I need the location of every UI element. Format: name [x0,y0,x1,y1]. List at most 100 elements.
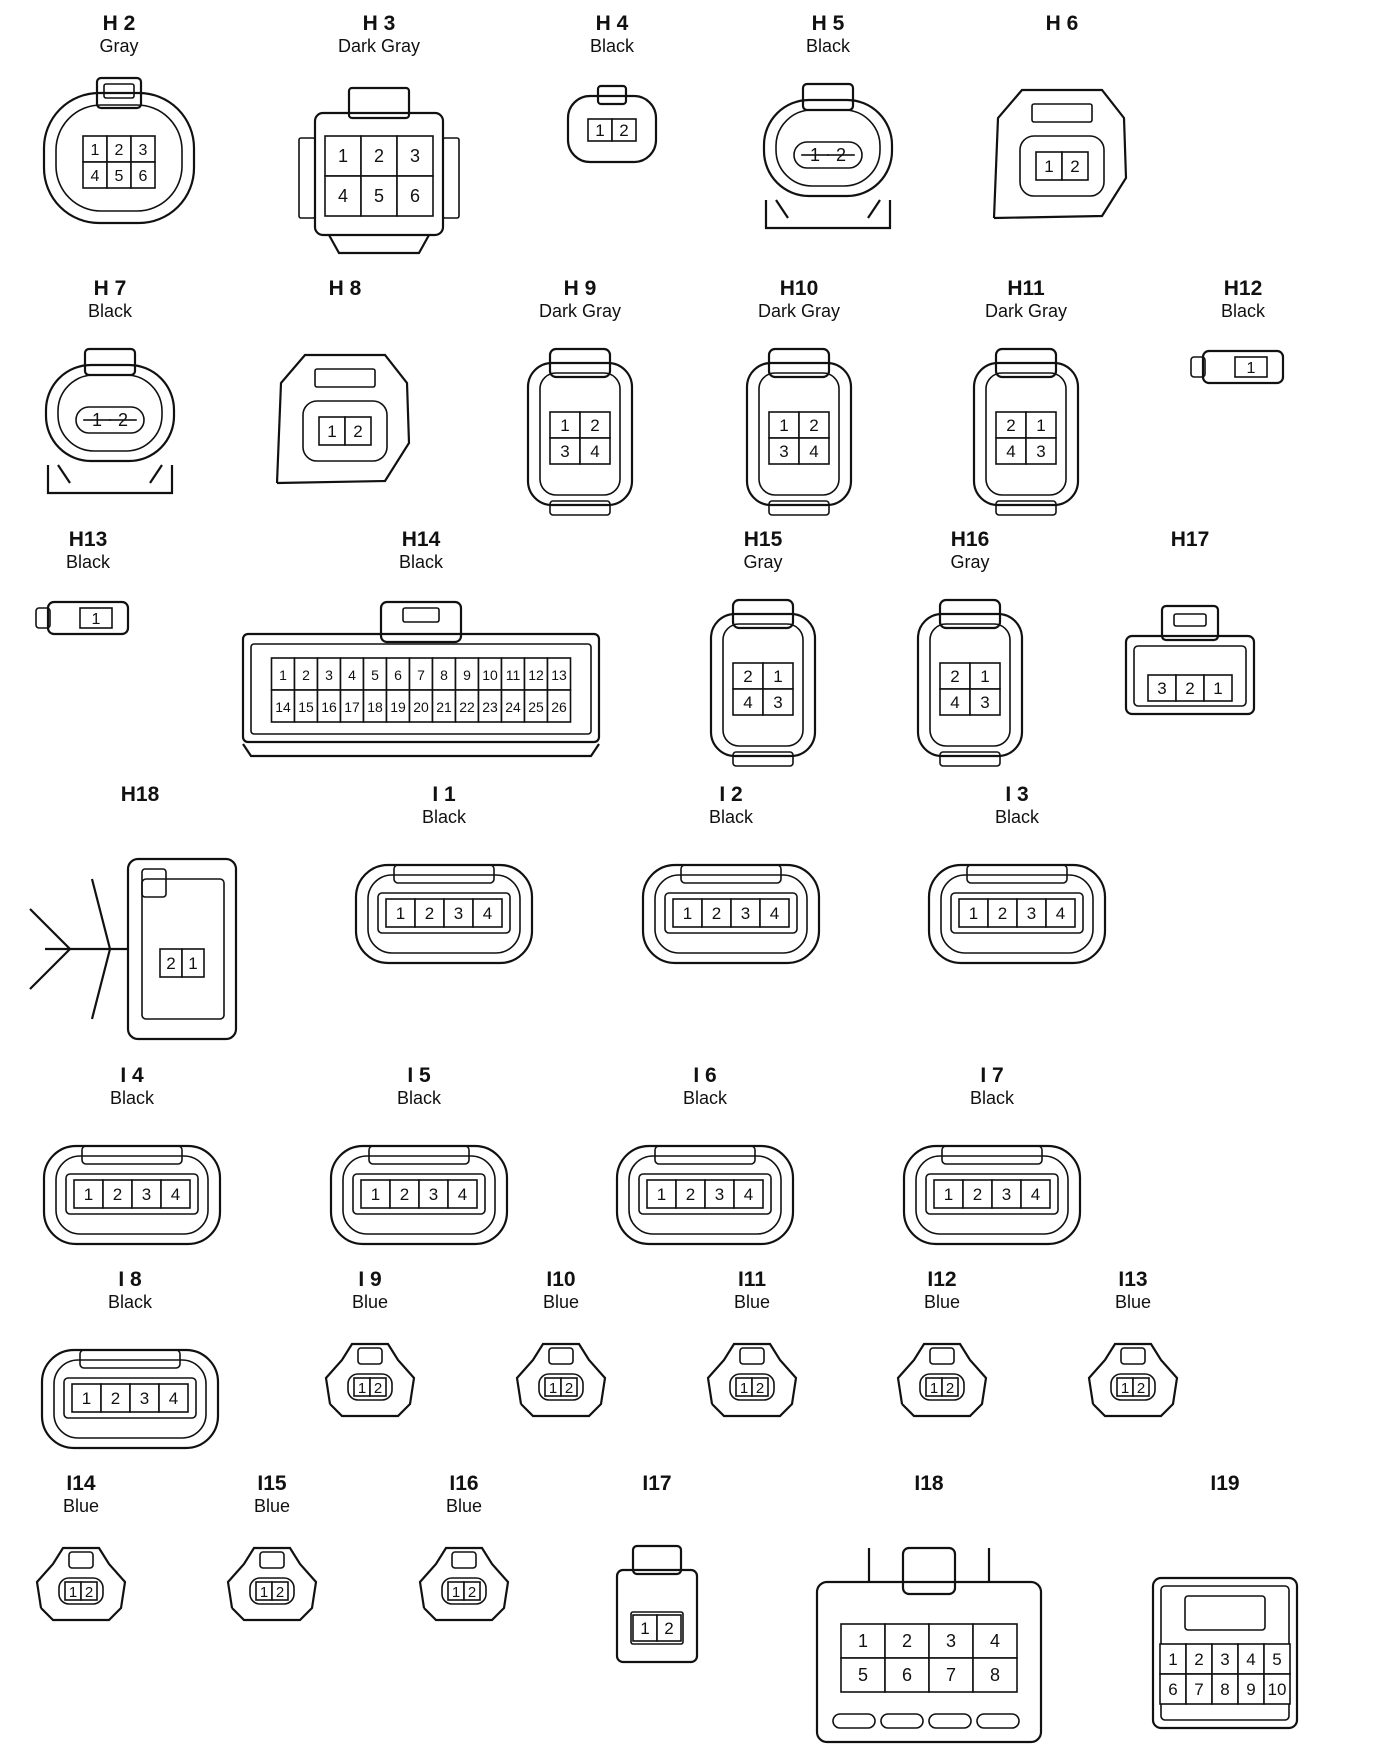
connector-code: H12 [1224,277,1263,300]
pin-number: 4 [338,186,348,206]
pin-number: 2 [302,667,310,683]
connector-code: H17 [1171,528,1210,551]
pin-cell [1016,898,1047,928]
pin-number: 1 [188,954,197,973]
pin-number: 2 [565,1380,573,1397]
connector-code: I17 [642,1472,671,1495]
pin-number: 5 [115,168,124,185]
pin-cell [158,1383,189,1413]
pin-number: 1 [930,1380,938,1397]
pin-number: 8 [1220,1680,1229,1699]
pin-number: 2 [425,904,434,923]
connector-code: I 8 [118,1268,142,1291]
pin-number: 2 [836,145,846,165]
pin-number: 4 [91,168,100,185]
pin-cell [1234,356,1268,378]
pin-cell [579,437,611,465]
pin-cell [418,1179,449,1209]
pin-number: 2 [950,667,959,686]
pin-number: 1 [640,1619,649,1638]
connector-color: Black [806,36,851,56]
connector-code: H10 [780,277,819,300]
connector-code: I18 [914,1472,944,1495]
pin-number: 3 [773,693,782,712]
pin-number: 1 [779,416,788,435]
pin-cell [884,1657,930,1693]
connector-color: Black [1221,301,1266,321]
pin-number: 2 [973,1185,982,1204]
pin-cell [447,1179,478,1209]
pin-number: 5 [858,1665,868,1685]
pin-number: 1 [279,667,287,683]
pin-cell [560,1377,578,1397]
pin-number: 3 [946,1631,956,1651]
pin-number: 7 [1194,1680,1203,1699]
pin-number: 10 [1268,1680,1287,1699]
pin-cell [972,1623,1018,1659]
pin-number: 2 [115,142,124,159]
pin-cell [1175,674,1205,702]
pin-number: 1 [549,1380,557,1397]
pin-cell [1025,411,1057,439]
connector-color: Black [399,552,444,572]
pin-cell [360,1179,391,1209]
pin-cell [798,437,830,465]
connector-code: I 4 [120,1064,144,1087]
pin-cell [443,898,474,928]
pin-number: 2 [166,954,175,973]
pin-number: 19 [390,699,406,715]
pin-number: 2 [1070,157,1079,176]
pin-number: 2 [998,904,1007,923]
pin-number: 6 [139,168,148,185]
connector-color: Dark Gray [985,301,1067,321]
connector-color: Blue [63,1496,99,1516]
pin-number: 3 [142,1185,151,1204]
pin-number: 14 [275,699,291,715]
pin-number: 11 [506,667,521,683]
connector-color: Black [995,807,1040,827]
pin-number: 2 [743,667,752,686]
pin-cell [939,662,971,690]
connector-code: H11 [1007,277,1045,300]
pin-number: 3 [1027,904,1036,923]
pin-cell [768,411,800,439]
pin-cell [82,135,108,163]
pin-number: 8 [990,1665,1000,1685]
pin-cell [131,1179,162,1209]
pin-cell [463,1581,481,1601]
connector-code: I15 [257,1472,287,1495]
connector-code: I16 [449,1472,478,1495]
connector-color: Black [397,1088,442,1108]
pin-number: 22 [459,699,475,715]
pin-number: 1 [1044,157,1053,176]
pin-cell [318,416,346,446]
pin-cell [414,898,445,928]
pin-number: 1 [1121,1380,1129,1397]
pin-cell [324,175,362,217]
pin-number: 4 [1056,904,1065,923]
pin-cell [472,898,503,928]
pin-number: 3 [741,904,750,923]
pin-number: 7 [946,1665,956,1685]
pin-number: 1 [82,1389,91,1408]
pin-cell [160,1179,191,1209]
pin-number: 4 [809,442,818,461]
pin-number: 1 [683,904,692,923]
pin-number: 1 [84,1185,93,1204]
pin-cell [701,898,732,928]
pin-number: 2 [1137,1380,1145,1397]
pin-number: 1 [452,1584,460,1601]
pin-number: 1 [396,904,405,923]
